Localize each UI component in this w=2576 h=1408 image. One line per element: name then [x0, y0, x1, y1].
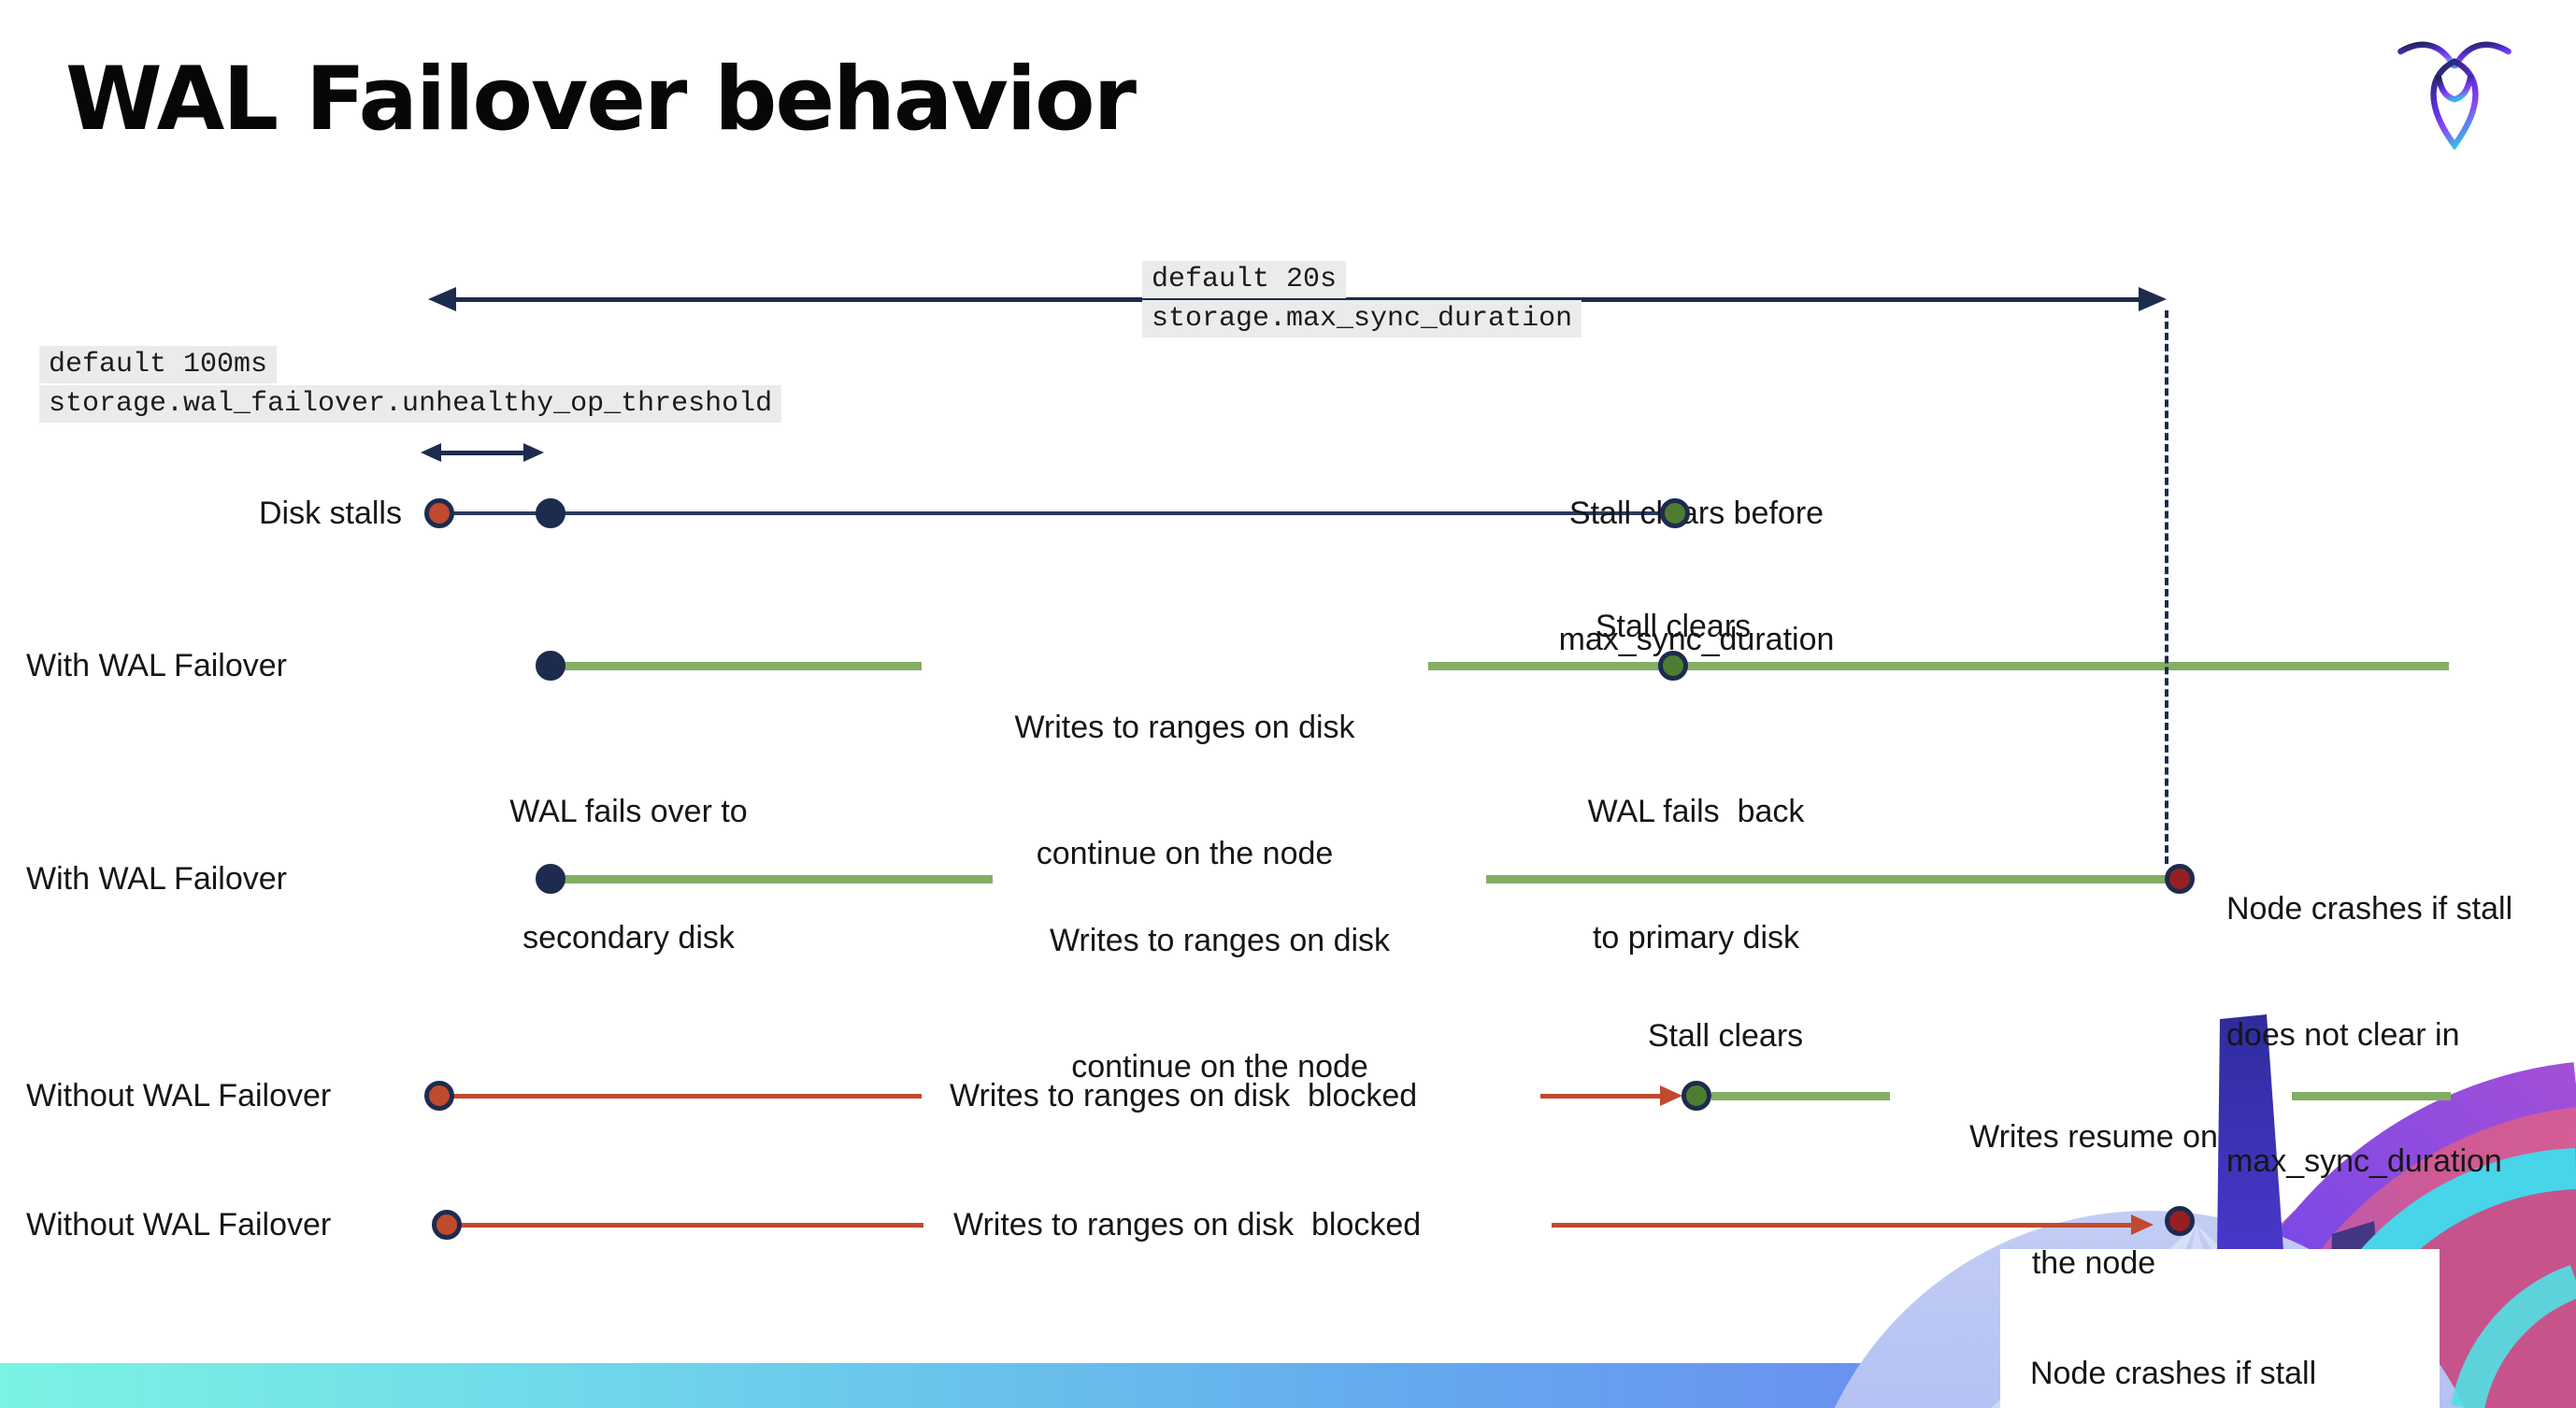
stall-start-dot: [432, 1210, 462, 1240]
label-line: WAL fails over to: [509, 794, 748, 829]
threshold-default-chip: default 100ms: [39, 346, 278, 383]
writes-blocked-line: [1540, 1094, 1660, 1099]
writes-blocked-line: [452, 1094, 922, 1099]
disk-stall-timeline: [439, 511, 1675, 515]
row-label-without-wal-failover: Without WAL Failover: [26, 1078, 332, 1113]
max-sync-duration-span-line: [454, 297, 2142, 302]
stall-clear-dot: [1682, 1081, 1711, 1111]
max-sync-deadline-dashed-line: [2165, 310, 2168, 864]
label-line: the node: [2031, 1245, 2156, 1281]
wal-fails-over-label: WAL fails over to secondary disk: [439, 707, 818, 1043]
label-line: max_sync_duration: [2226, 1143, 2502, 1179]
callout-line: Node crashes if stall: [2030, 1356, 2317, 1391]
stall-clears-label: Stall clears: [1647, 1018, 1804, 1054]
arrowhead-left-icon: [428, 287, 456, 311]
writes-resume-label: Writes resume on the node: [1907, 1032, 2281, 1369]
arrowhead-right-icon: [2139, 287, 2167, 311]
writes-resume-line: [2292, 1092, 2451, 1100]
label-line: Stall clears before: [1568, 496, 1825, 531]
max-sync-setting-chip: storage.max_sync_duration: [1142, 300, 1582, 338]
stall-clear-dot: [1658, 651, 1688, 681]
label-line: continue on the node: [1036, 836, 1334, 871]
writes-continue-line: [561, 662, 922, 670]
label-line: does not clear in: [2226, 1017, 2460, 1053]
node-crash-dot: [2165, 864, 2195, 894]
writes-blocked-line: [460, 1223, 923, 1228]
row-label-without-wal-failover: Without WAL Failover: [26, 1207, 332, 1243]
arrowhead-right-icon: [1660, 1085, 1682, 1106]
writes-continue-line: [1486, 875, 2167, 884]
stall-start-dot: [424, 498, 454, 528]
threshold-dot: [536, 498, 565, 528]
stall-clears-label: Stall clears: [1595, 609, 1752, 644]
failover-dot: [536, 864, 565, 894]
label-line: Node crashes if stall: [2226, 891, 2513, 927]
label-line: Writes to ranges on disk: [1049, 923, 1391, 958]
label-line: continue on the node: [1071, 1049, 1368, 1085]
label-line: to primary disk: [1592, 920, 1800, 955]
row-label-with-wal-failover: With WAL Failover: [26, 648, 287, 683]
writes-blocked-line: [1552, 1223, 2131, 1228]
node-crash-callout-text: Node crashes if stall does not clear in …: [2030, 1266, 2316, 1408]
stall-clear-dot: [1660, 498, 1690, 528]
arrowhead-right-icon: [523, 443, 544, 462]
writes-continue-line: [561, 875, 993, 884]
label-line: Writes to ranges on disk: [1014, 710, 1355, 745]
node-crash-dot: [2165, 1206, 2195, 1236]
max-sync-default-chip: default 20s: [1142, 261, 1347, 298]
node-crash-callout: Node crashes if stall does not clear in …: [2000, 1249, 2440, 1408]
writes-blocked-label: Writes to ranges on disk blocked: [953, 1207, 1422, 1243]
writes-continue-line: [1428, 662, 2449, 670]
failover-dot: [536, 651, 565, 681]
writes-continue-label: Writes to ranges on disk continue on the…: [1009, 836, 1430, 1172]
label-line: Writes resume on: [1969, 1119, 2218, 1155]
row-label-with-wal-failover: With WAL Failover: [26, 861, 287, 897]
label-line: WAL fails back: [1587, 794, 1805, 829]
label-line: max_sync_duration: [1558, 622, 1835, 657]
row-label-disk-stalls: Disk stalls: [258, 496, 402, 531]
stall-clears-before-label: Stall clears before max_sync_duration: [1496, 409, 1897, 745]
writes-blocked-label: Writes to ranges on disk blocked: [950, 1078, 1418, 1113]
wal-fails-back-label: WAL fails back to primary disk: [1507, 707, 1885, 1043]
threshold-setting-chip: storage.wal_failover.unhealthy_op_thresh…: [39, 385, 782, 423]
writes-resume-line: [1711, 1092, 1890, 1100]
cockroachdb-logo-icon: [2397, 41, 2512, 151]
arrowhead-left-icon: [421, 443, 441, 462]
writes-continue-label: Writes to ranges on disk continue on the…: [939, 623, 1430, 959]
slide-title: WAL Failover behavior: [65, 49, 1137, 151]
stall-start-dot: [424, 1081, 454, 1111]
threshold-span-line: [439, 451, 525, 455]
label-line: secondary disk: [522, 920, 735, 955]
arrowhead-right-icon: [2131, 1214, 2154, 1235]
node-crashes-label: Node crashes if stall does not clear in …: [2226, 804, 2576, 1267]
